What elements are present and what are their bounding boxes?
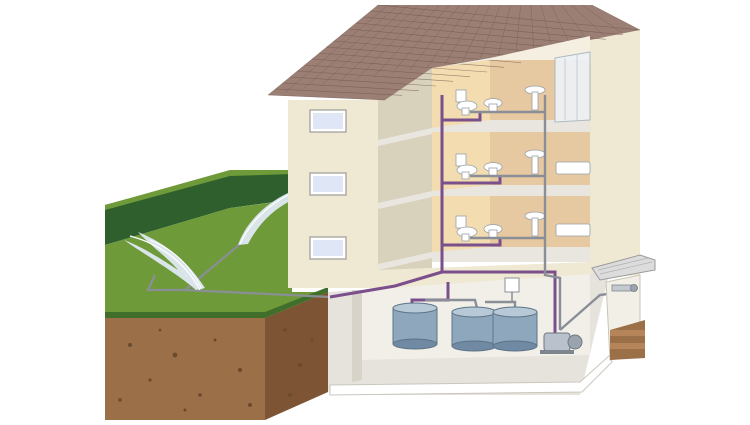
bath-floor-3	[432, 247, 590, 262]
soil-pebbles	[118, 328, 314, 412]
sprinkler-right	[238, 192, 292, 245]
toilet	[455, 153, 478, 180]
ground-slab	[378, 258, 640, 290]
bidet	[483, 162, 503, 177]
slab-3	[378, 252, 432, 270]
bathroom-fixtures	[455, 85, 591, 242]
left-room-interior	[378, 68, 432, 288]
storage-tanks	[392, 302, 538, 352]
shower-cabin	[554, 51, 591, 123]
lawn-edge	[105, 287, 328, 318]
soil-front	[105, 318, 265, 420]
roof	[267, 4, 641, 101]
irrigation-pipe	[146, 239, 246, 292]
bath-floor-2	[432, 185, 590, 196]
bathroom-floor-2	[455, 149, 591, 180]
purple-pipe-network	[329, 95, 557, 335]
toilet	[455, 215, 478, 242]
pipe-floor-3-feed	[442, 238, 502, 247]
pipe-floor-1-feed	[442, 112, 482, 122]
grey-pipe-network	[425, 95, 636, 331]
basement-front-edge	[329, 354, 613, 396]
pump	[540, 332, 583, 354]
bidet	[483, 224, 503, 239]
right-wall	[590, 30, 640, 270]
toilet	[455, 89, 478, 116]
soil-side	[265, 292, 328, 420]
outlet-pipes	[611, 284, 638, 292]
garden-lawn	[105, 170, 331, 318]
storage-tank-1	[392, 302, 438, 350]
window-middle	[309, 172, 347, 196]
bathtub	[555, 223, 591, 237]
irrigation-pipe-main	[184, 288, 331, 299]
storage-tank-2	[451, 306, 497, 352]
pipe-waste-vertical	[543, 95, 562, 330]
hedge-back	[105, 172, 290, 245]
bathroom-floor-3	[455, 211, 591, 242]
storage-tank-3	[492, 306, 538, 352]
sink	[524, 85, 546, 111]
bath-floor-1	[432, 120, 590, 132]
window-top	[309, 109, 347, 133]
window-bottom	[309, 236, 347, 260]
roof-gable	[432, 36, 590, 68]
lawn-surface	[105, 200, 328, 318]
slab-2	[378, 191, 432, 209]
spray-left	[124, 232, 205, 290]
terrace-slats	[597, 257, 653, 275]
sink	[524, 149, 546, 175]
right-terrace	[591, 254, 656, 361]
house-facade-left	[288, 100, 378, 288]
bathroom-floor-1	[455, 85, 546, 116]
pipe-to-garden	[329, 270, 443, 299]
spray-right	[238, 192, 292, 245]
roof-tiles	[267, 4, 641, 101]
terrace-roof	[591, 254, 656, 281]
slab-1	[378, 128, 432, 146]
sprinkler-left	[124, 232, 205, 291]
hedge-top	[105, 170, 292, 210]
bidet	[483, 98, 503, 113]
basement-left-wall	[352, 290, 362, 382]
bathtub	[555, 161, 591, 175]
pipe-floor-2-feed	[442, 176, 502, 185]
sink	[524, 211, 546, 237]
filter-box	[504, 277, 520, 302]
soil-block	[105, 292, 328, 420]
